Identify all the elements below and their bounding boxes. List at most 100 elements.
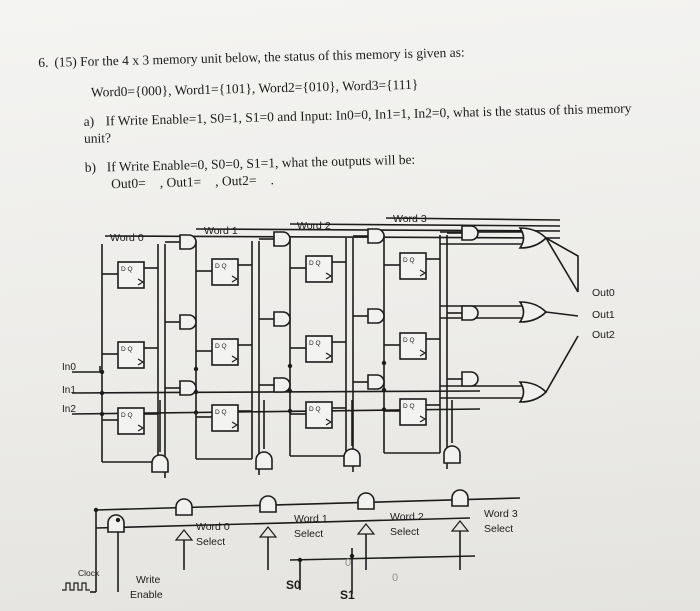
clock-input-icon: [325, 272, 333, 280]
junction-dot: [193, 410, 199, 415]
output-and-gate: [179, 314, 197, 330]
word1-select-gate: [259, 495, 277, 513]
flipflop-pin-label: D Q: [403, 257, 415, 264]
out2-label: Out2: [592, 329, 615, 341]
word0-write-and-gate: [151, 454, 169, 473]
word0-select-line2: Select: [196, 536, 225, 548]
word0-label: Word 0: [110, 232, 144, 244]
output-and-gate: [179, 380, 197, 396]
in0-label: In0: [62, 362, 76, 373]
word1-select-line2: Select: [294, 528, 323, 540]
junction-dot: [297, 557, 303, 563]
inverter-icon: [174, 529, 194, 541]
junction-dot: [99, 411, 105, 417]
wire-segment: [289, 555, 476, 561]
flipflop-word3-bit0: [399, 252, 427, 280]
flipflop-pin-label: D Q: [403, 337, 415, 344]
word3-select-line2: Select: [484, 523, 513, 535]
word2-select-line1: Word 2: [390, 511, 424, 523]
word3-select-line1: Word 3: [484, 508, 518, 520]
inverter-icon: [450, 520, 470, 532]
clock-label: Clock: [78, 568, 100, 578]
junction-dot: [381, 360, 387, 366]
junction-dot: [381, 387, 387, 393]
junction-dot: [193, 389, 199, 395]
wire-segment: [545, 335, 579, 393]
word3-select-gate: [451, 489, 469, 507]
junction-dot: [93, 507, 99, 513]
inverter-icon: [258, 526, 278, 538]
flipflop-pin-label: D Q: [121, 346, 133, 353]
junction-dot: [381, 407, 387, 412]
output-and-gate: [461, 371, 479, 387]
clock-input-icon: [137, 278, 145, 286]
clock-input-icon: [137, 424, 145, 432]
word0-select-gate: [175, 498, 193, 516]
wire-segment: [545, 311, 579, 317]
flipflop-pin-label: D Q: [215, 409, 227, 416]
pencil-mark-zero: 0: [345, 557, 351, 569]
pencil-mark-zero-2: 0: [392, 572, 398, 584]
output-and-gate: [273, 311, 291, 327]
flipflop-pin-label: D Q: [121, 266, 133, 273]
clock-input-icon: [419, 415, 427, 423]
wire-segment: [545, 237, 579, 292]
output-and-gate: [367, 308, 385, 324]
flipflop-word2-bit2: [305, 401, 333, 429]
output-and-gate: [367, 374, 385, 390]
output-and-gate: [273, 231, 291, 247]
wire-segment: [545, 237, 579, 293]
word1-select-line1: Word 1: [294, 513, 328, 525]
word2-select-line2: Select: [390, 526, 419, 538]
clock-write-and-gate: [107, 514, 125, 533]
s0-label: S0: [286, 578, 301, 592]
write-enable-line2: Enable: [130, 589, 163, 601]
s1-label: S1: [340, 588, 355, 602]
clock-waveform-icon: [62, 582, 90, 591]
wire-segment: [95, 497, 521, 511]
flipflop-pin-label: D Q: [215, 263, 227, 270]
junction-dot: [287, 363, 293, 369]
output-and-gate: [179, 234, 197, 250]
wire-segment: [104, 235, 561, 239]
clock-input-icon: [231, 275, 239, 283]
out0-label: Out0: [592, 287, 615, 299]
wire-segment: [95, 517, 471, 529]
clock-input-icon: [419, 349, 427, 357]
or-gate-out0: [518, 227, 548, 249]
junction-dot: [349, 553, 355, 559]
flipflop-pin-label: D Q: [309, 260, 321, 267]
output-and-gate: [273, 377, 291, 393]
in2-label: In2: [62, 404, 76, 415]
junction-dot: [99, 390, 105, 396]
word0-select-line1: Word 0: [196, 521, 230, 533]
write-enable-line1: Write: [136, 574, 160, 586]
circuit-components: D QD QD QD QD QD QD QD QD QD QD QD Q: [93, 225, 548, 563]
clock-input-icon: [231, 355, 239, 363]
word2-label: Word 2: [297, 220, 331, 232]
inverter-icon: [356, 523, 376, 535]
wire-segment: [72, 366, 101, 373]
word2-select-gate: [357, 492, 375, 510]
output-and-gate: [367, 228, 385, 244]
junction-dot: [99, 369, 105, 375]
junction-dot: [193, 366, 199, 372]
clock-input-icon: [325, 352, 333, 360]
or-gate-out2: [518, 381, 548, 403]
clock-input-icon: [419, 269, 427, 277]
out1-label: Out1: [592, 309, 615, 321]
flipflop-pin-label: D Q: [309, 340, 321, 347]
word1-label: Word 1: [204, 225, 238, 237]
clock-input-icon: [231, 421, 239, 429]
word3-write-and-gate: [443, 445, 461, 464]
clock-input-icon: [325, 418, 333, 426]
clock-input-icon: [137, 358, 145, 366]
in1-label: In1: [62, 385, 76, 396]
flipflop-pin-label: D Q: [215, 343, 227, 350]
junction-dot: [287, 388, 293, 394]
word1-write-and-gate: [255, 451, 273, 470]
flipflop-pin-label: D Q: [403, 403, 415, 410]
word3-label: Word 3: [393, 213, 427, 225]
flipflop-pin-label: D Q: [121, 412, 133, 419]
